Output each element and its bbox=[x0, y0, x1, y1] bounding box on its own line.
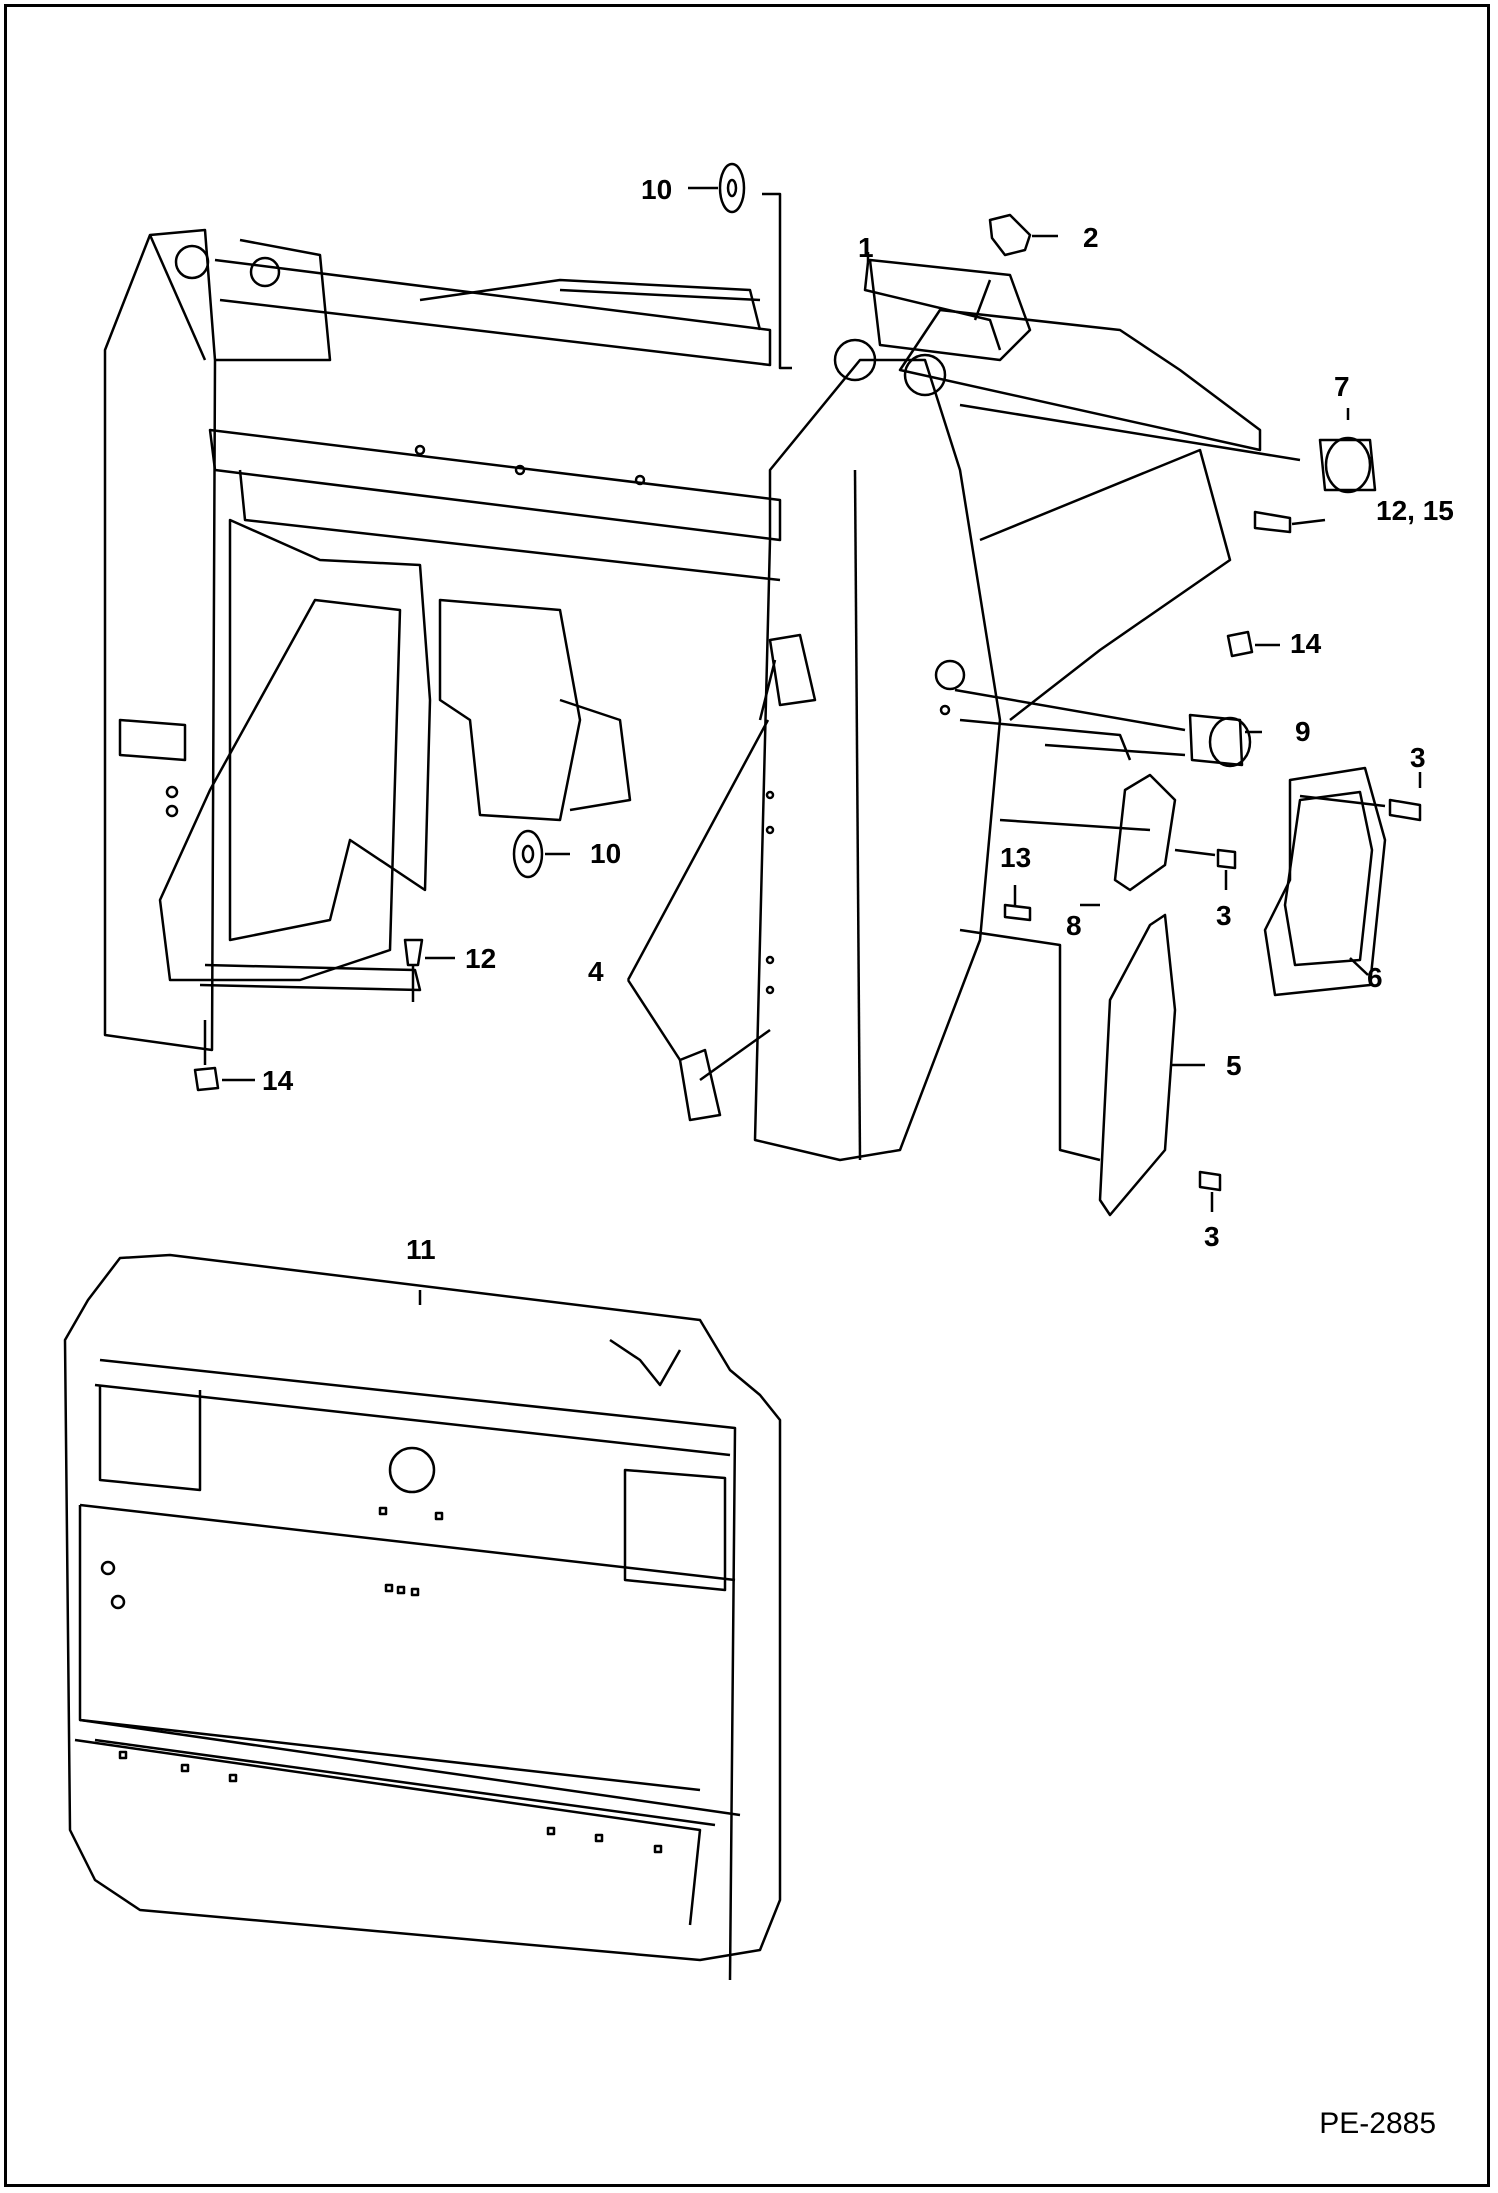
part-9-mount bbox=[954, 688, 1262, 768]
callout-14-lower: 14 bbox=[262, 1065, 294, 1096]
diagram-frame bbox=[4, 4, 1490, 2187]
callout-3-middle: 3 bbox=[1216, 900, 1232, 931]
callout-10-top: 10 bbox=[641, 174, 673, 205]
callout-12-15: 12, 15 bbox=[1376, 495, 1454, 526]
callout-8: 8 bbox=[1066, 910, 1082, 941]
callout-1: 1 bbox=[858, 232, 874, 263]
part-11-panel bbox=[63, 1253, 782, 1981]
callout-2: 2 bbox=[1083, 222, 1099, 253]
callout-3-upper: 3 bbox=[1410, 742, 1426, 773]
part-14-nut bbox=[193, 1020, 255, 1092]
part-3-middle-bolt bbox=[1216, 848, 1237, 890]
callout-4: 4 bbox=[588, 956, 604, 987]
part-3-lower-bolt bbox=[1198, 1170, 1222, 1212]
callout-10-lower: 10 bbox=[590, 838, 622, 869]
callout-12: 12 bbox=[465, 943, 497, 974]
callout-6: 6 bbox=[1367, 962, 1383, 993]
part-12-bolt bbox=[403, 938, 455, 1002]
part-12-15-bolt bbox=[1253, 510, 1326, 534]
callout-5: 5 bbox=[1226, 1050, 1242, 1081]
callout-13: 13 bbox=[1000, 842, 1032, 873]
callout-14-right: 14 bbox=[1290, 628, 1322, 659]
part-6-cover bbox=[1263, 766, 1387, 997]
part-10-top-washer bbox=[688, 162, 792, 370]
part-10-lower-washer bbox=[512, 829, 570, 879]
part-8-plate bbox=[1080, 773, 1216, 907]
part-7-mount bbox=[959, 403, 1377, 494]
part-4-clips bbox=[626, 633, 817, 1122]
callout-11: 11 bbox=[406, 1234, 436, 1265]
main-frame bbox=[103, 228, 1262, 1162]
callout-9: 9 bbox=[1295, 716, 1311, 747]
part-2-bushing bbox=[988, 213, 1058, 257]
part-1-bracket bbox=[863, 252, 1002, 351]
part-13-bolt bbox=[1003, 885, 1032, 922]
callout-3-lower: 3 bbox=[1204, 1221, 1220, 1252]
callout-7: 7 bbox=[1334, 371, 1350, 402]
part-14-right-nut bbox=[1226, 630, 1280, 658]
part-5-plate bbox=[1098, 913, 1205, 1217]
drawing-code: PE-2885 bbox=[1319, 2107, 1436, 2140]
